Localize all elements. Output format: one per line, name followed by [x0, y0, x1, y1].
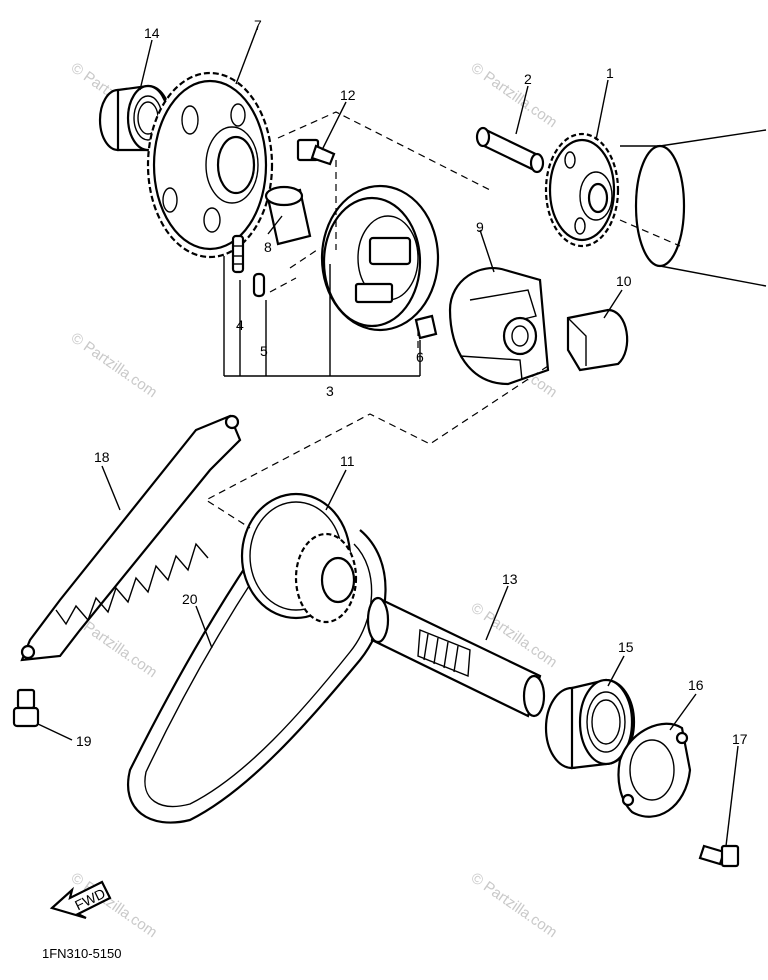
callout-5: 5 — [260, 343, 268, 359]
watermark: © Partzilla.com — [68, 329, 161, 401]
part-9-boss — [448, 267, 550, 386]
callout-16: 16 — [688, 677, 704, 693]
part-15-bearing — [544, 678, 636, 770]
callout-9: 9 — [476, 219, 484, 235]
watermark: © Partzilla.com — [468, 59, 561, 131]
part-3-clutch — [320, 184, 440, 332]
part-11-sprocket — [240, 492, 358, 624]
callout-6: 6 — [416, 349, 424, 365]
part-5-plunger — [252, 272, 266, 298]
part-13-shaft — [366, 596, 546, 718]
callout-14: 14 — [144, 25, 160, 41]
diagram-code: 1FN310-5150 — [42, 946, 122, 961]
callout-8: 8 — [264, 239, 272, 255]
part-12-bolt — [296, 138, 336, 166]
leader-lines — [37, 25, 739, 847]
watermark: © Partzilla.com — [468, 869, 561, 941]
part-18-chain-guide — [20, 414, 242, 662]
callout-7: 7 — [254, 17, 262, 33]
part-7-gear — [146, 71, 274, 259]
part-19-bolt — [12, 688, 40, 728]
callout-18: 18 — [94, 449, 110, 465]
part-10-damper — [566, 308, 629, 372]
part-8-collar — [264, 185, 312, 246]
starter-motor — [620, 129, 767, 287]
part-1-gear — [544, 132, 620, 248]
callout-1: 1 — [606, 65, 614, 81]
part-2-shaft — [475, 126, 545, 174]
callout-20: 20 — [182, 591, 198, 607]
part-4-spring — [231, 234, 245, 274]
callout-19: 19 — [76, 733, 92, 749]
callout-2: 2 — [524, 71, 532, 87]
assembly-lines — [204, 111, 681, 529]
callout-10: 10 — [616, 273, 632, 289]
callout-17: 17 — [732, 731, 748, 747]
callout-15: 15 — [618, 639, 634, 655]
callout-4: 4 — [236, 317, 244, 333]
callouts: 1 2 3 4 5 6 7 8 9 10 11 12 13 14 15 16 1… — [76, 17, 748, 749]
callout-11: 11 — [340, 453, 355, 469]
callout-13: 13 — [502, 571, 518, 587]
callout-12: 12 — [340, 87, 356, 103]
part-16-plate — [617, 722, 692, 818]
part-6-roller — [414, 314, 438, 340]
part-17-bolt — [698, 844, 740, 868]
callout-3: 3 — [326, 383, 334, 399]
